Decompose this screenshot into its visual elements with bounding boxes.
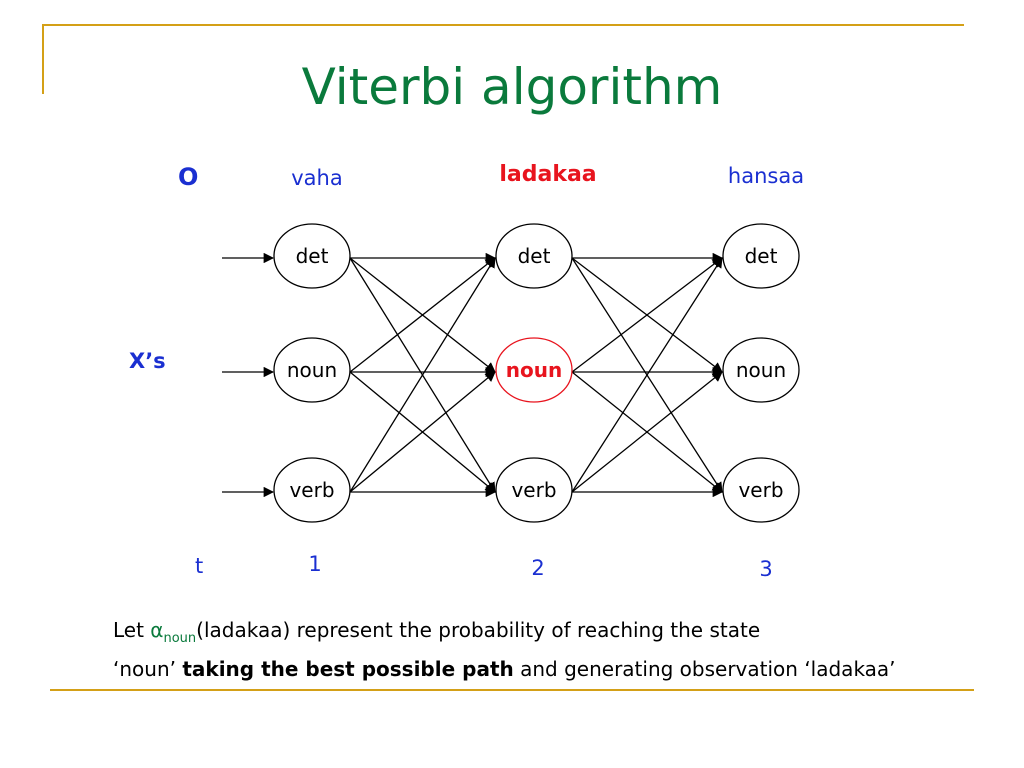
transition-verb-to-noun-t2 <box>571 371 723 493</box>
caption: Let αnoun(ladakaa) represent the probabi… <box>113 615 993 684</box>
transition-edges <box>222 252 724 498</box>
frame-bottom-line <box>50 689 974 691</box>
state-label-verb-t1: verb <box>289 478 334 502</box>
transition-noun-to-det-t2 <box>571 257 723 373</box>
observation-label: O <box>178 163 199 191</box>
alpha-symbol: αnoun <box>150 618 196 646</box>
state-label-noun-t1: noun <box>287 358 337 382</box>
observation-1: vaha <box>291 166 343 190</box>
time-step-1: 1 <box>308 552 322 576</box>
state-node-noun-t1 <box>273 337 351 403</box>
state-node-det-t2 <box>495 223 573 289</box>
state-label-noun-t3: noun <box>736 358 786 382</box>
state-node-verb-t2 <box>495 457 573 523</box>
caption-part3: ‘noun’ <box>113 657 183 681</box>
transition-verb-to-det-t2 <box>571 257 723 493</box>
alpha-subscript: noun <box>163 631 197 646</box>
state-nodes: det noun verb det noun verb det noun verb <box>273 223 800 523</box>
state-node-det-t1 <box>273 223 351 289</box>
observation-2: ladakaa <box>499 162 597 187</box>
caption-part2: (ladakaa) represent the probability of r… <box>196 618 761 642</box>
caption-part1: Let <box>113 618 151 642</box>
observation-3: hansaa <box>727 164 805 188</box>
state-node-det-t3 <box>722 223 800 289</box>
state-node-noun-t2 <box>495 337 573 403</box>
time-step-3: 3 <box>759 557 773 581</box>
frame-top-line <box>42 24 964 26</box>
state-label-verb-t3: verb <box>738 478 783 502</box>
states-label: X’s <box>129 349 166 373</box>
state-node-verb-t1 <box>273 457 351 523</box>
transition-verb-to-noun-t1 <box>349 371 496 493</box>
state-label-det-t2: det <box>518 244 551 268</box>
slide-title: Viterbi algorithm <box>301 58 723 116</box>
state-label-noun-t2: noun <box>506 358 562 382</box>
transition-noun-to-det-t1 <box>349 257 496 373</box>
caption-bold: taking the best possible path <box>182 657 514 681</box>
state-label-det-t3: det <box>745 244 778 268</box>
alpha-letter: α <box>150 618 164 642</box>
state-node-verb-t3 <box>722 457 800 523</box>
caption-part4: and generating observation ‘ladakaa’ <box>513 657 896 681</box>
state-node-noun-t3 <box>722 337 800 403</box>
frame-left-line <box>42 24 44 94</box>
state-label-det-t1: det <box>296 244 329 268</box>
state-label-verb-t2: verb <box>511 478 556 502</box>
time-step-2: 2 <box>531 556 545 580</box>
time-label: t <box>195 554 204 578</box>
transition-verb-to-det-t1 <box>349 257 496 493</box>
